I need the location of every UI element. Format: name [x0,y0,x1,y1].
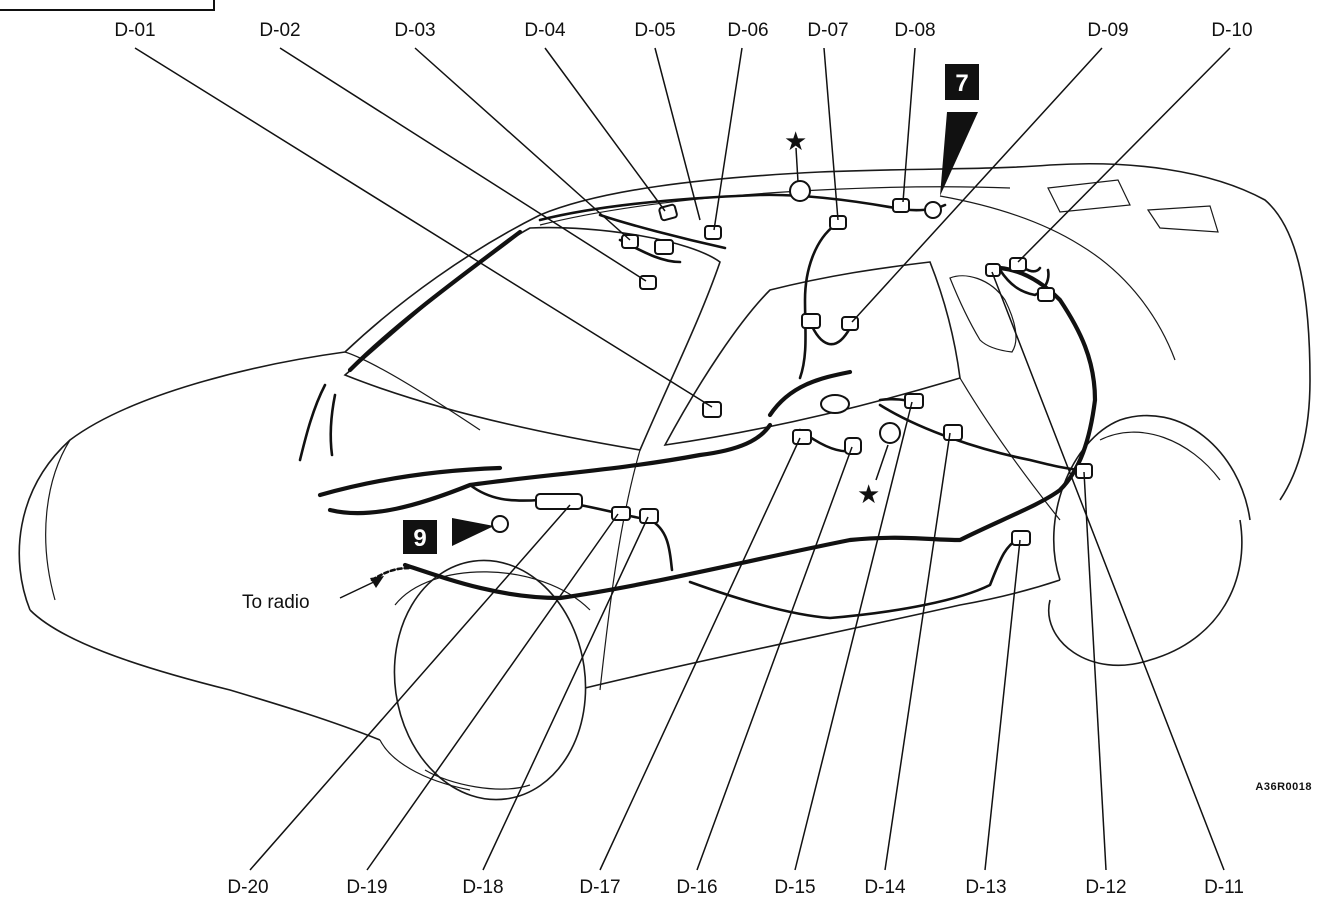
callout-7: 7 [940,64,979,196]
top-connector-labels: D-01 D-02 D-03 D-04 D-05 D-06 D-07 D-08 … [114,20,1252,41]
connector-label-d09: D-09 [1087,20,1128,41]
star-marker-top: ★ [784,126,807,156]
connector-label-d18: D-18 [462,877,503,898]
connector-label-d19: D-19 [346,877,387,898]
connector-label-d01: D-01 [114,20,155,41]
connector-label-d16: D-16 [676,877,717,898]
callout-9-arrow [452,518,494,546]
callout-9-number: 9 [413,525,426,552]
connector-label-d13: D-13 [965,877,1006,898]
connector-label-d10: D-10 [1211,20,1252,41]
callout-7-number: 7 [955,70,968,97]
connector-label-d07: D-07 [807,20,848,41]
connector-label-d06: D-06 [727,20,768,41]
connector-label-d11: D-11 [1204,877,1244,898]
connector-label-d17: D-17 [579,877,620,898]
bottom-connector-labels: D-20 D-19 D-18 D-17 D-16 D-15 D-14 D-13 … [227,877,1243,898]
to-radio-label: To radio [242,592,310,613]
connector-label-d04: D-04 [524,20,566,41]
connector-label-d20: D-20 [227,877,268,898]
connector-label-d08: D-08 [894,20,935,41]
connector-label-d15: D-15 [774,877,815,898]
connector-label-d05: D-05 [634,20,675,41]
callout-7-arrow [940,112,978,196]
callout-9: 9 [403,518,494,554]
wiring-harness [298,193,1098,620]
figure-code: A36R0018 [1255,781,1312,793]
star-marker-bottom: ★ [857,479,880,509]
callout-9-box [403,520,437,554]
header-box-fragment [0,0,215,11]
connector-label-d02: D-02 [259,20,300,41]
connector-label-d14: D-14 [864,877,906,898]
callout-7-box [945,64,979,100]
connector-blocks [491,180,1093,546]
connector-label-d12: D-12 [1085,877,1126,898]
leader-lines [134,47,1231,871]
connector-label-d03: D-03 [394,20,435,41]
